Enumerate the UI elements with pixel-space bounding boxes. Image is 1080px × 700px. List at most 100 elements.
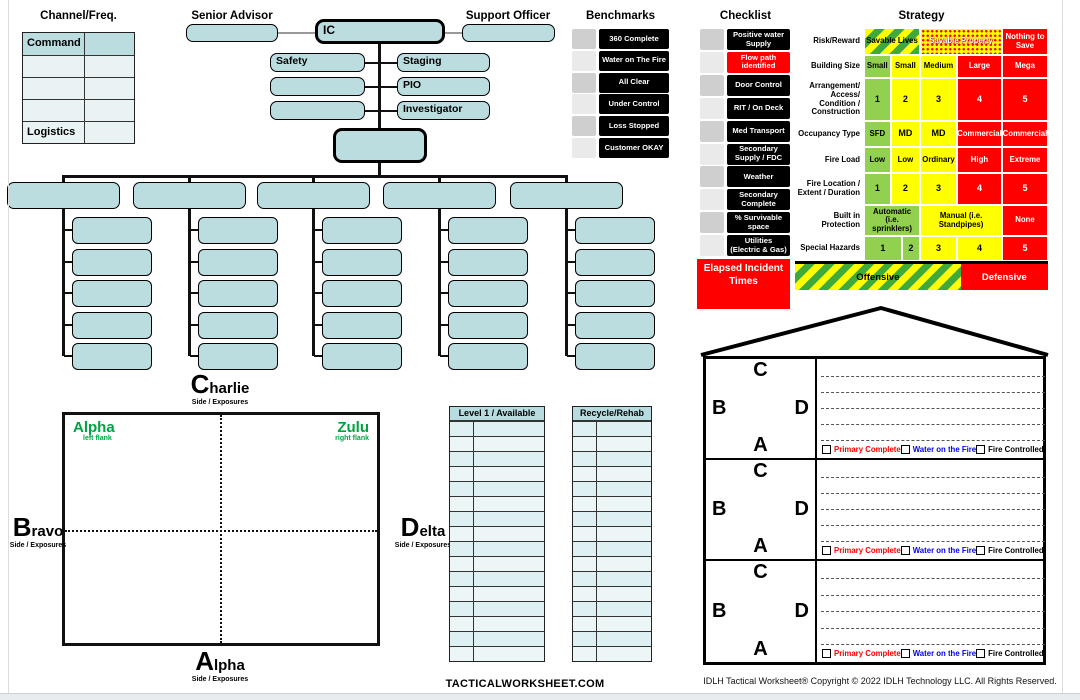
table-cell-unit[interactable] [573,497,597,511]
unit-box[interactable] [198,343,278,370]
table-cell-unit[interactable] [573,422,597,436]
table-cell-unit[interactable] [450,512,474,526]
staff-box-left[interactable] [270,101,365,120]
unit-box[interactable] [198,311,278,339]
checklist-write-cell[interactable] [700,235,724,257]
table-cell-unit[interactable] [573,647,597,661]
elapsed-incident-times-box[interactable]: Elapsed Incident Times [697,259,790,309]
strategy-cell[interactable]: MD [890,121,921,147]
table-cell-assignment[interactable] [474,497,544,511]
strategy-cell[interactable]: 3 [920,236,957,261]
division-box[interactable] [510,182,623,209]
table-cell-assignment[interactable] [597,557,651,571]
write-line[interactable] [821,462,1045,478]
operations-box[interactable] [333,128,427,163]
table-cell-unit[interactable] [573,572,597,586]
channel-value-cell[interactable] [85,100,134,121]
table-cell-assignment[interactable] [474,482,544,496]
table-cell-assignment[interactable] [597,572,651,586]
staff-box-left[interactable]: Safety [270,53,365,72]
support-officer-box[interactable] [462,24,555,42]
strategy-cell[interactable]: Low [890,147,921,173]
incident-commander-box[interactable]: IC [315,19,445,44]
table-cell-unit[interactable] [573,557,597,571]
write-line[interactable] [821,629,1045,646]
checklist-item[interactable]: Positive water Supply [727,29,790,50]
checklist-item[interactable]: Utilities (Electric & Gas) [727,235,790,257]
senior-advisor-box[interactable] [186,24,278,42]
table-cell-unit[interactable] [450,437,474,451]
table-cell-assignment[interactable] [474,542,544,556]
benchmark-write-cell[interactable] [572,29,596,49]
write-line[interactable] [821,361,1045,377]
channel-value-cell[interactable] [85,122,134,143]
benchmark-item[interactable]: Water on The Fire [599,50,669,71]
strategy-cell[interactable]: 2 [901,236,921,261]
benchmark-write-cell[interactable] [572,138,596,158]
strategy-cell[interactable]: Small [890,55,921,78]
unit-box[interactable] [575,248,655,276]
checklist-item[interactable]: Secondary Complete [727,189,790,211]
benchmark-write-cell[interactable] [572,94,596,115]
strategy-cell[interactable]: 3 [920,173,957,205]
benchmark-write-cell[interactable] [572,116,596,137]
unit-box[interactable] [575,280,655,307]
table-cell-assignment[interactable] [597,467,651,481]
table-cell-assignment[interactable] [597,452,651,466]
staff-box-right[interactable]: Staging [397,53,490,72]
table-cell-assignment[interactable] [474,647,544,661]
strategy-cell[interactable]: High [956,147,1002,173]
strategy-cell[interactable]: Automatic (i.e. sprinklers) [864,205,921,236]
checklist-write-cell[interactable] [700,51,724,73]
table-cell-unit[interactable] [450,632,474,646]
checkbox[interactable] [900,445,910,454]
write-line[interactable] [821,526,1045,542]
unit-box[interactable] [72,343,152,370]
table-cell-unit[interactable] [573,482,597,496]
table-cell-unit[interactable] [573,602,597,616]
table-cell-unit[interactable] [573,542,597,556]
table-cell-assignment[interactable] [597,542,651,556]
table-cell-unit[interactable] [573,512,597,526]
site-plot-area[interactable]: Alpha left flank Zulu right flank [62,412,380,646]
benchmark-item[interactable]: All Clear [599,72,669,93]
table-cell-assignment[interactable] [597,512,651,526]
table-cell-unit[interactable] [450,527,474,541]
checklist-item[interactable]: Flow path identified [727,51,790,73]
benchmark-item[interactable]: 360 Complete [599,29,669,49]
strategy-cell[interactable]: Low [864,147,891,173]
strategy-cell[interactable]: 1 [864,173,891,205]
channel-value-cell[interactable] [85,56,134,77]
staff-box-right[interactable]: Investigator [397,101,490,120]
channel-label-cell[interactable] [23,78,85,99]
unit-box[interactable] [575,217,655,244]
write-line[interactable] [821,494,1045,510]
channel-label-cell[interactable] [23,56,85,77]
strategy-cell[interactable]: Large [956,55,1002,78]
offensive-cell[interactable]: Offensive [795,264,961,290]
table-cell-unit[interactable] [450,467,474,481]
table-cell-assignment[interactable] [597,482,651,496]
benchmark-item[interactable]: Under Control [599,94,669,115]
table-cell-unit[interactable] [450,452,474,466]
write-line[interactable] [821,377,1045,393]
unit-box[interactable] [575,311,655,339]
table-cell-assignment[interactable] [474,587,544,601]
unit-box[interactable] [322,343,402,370]
channel-label-cell[interactable]: Logistics [23,122,85,143]
unit-box[interactable] [448,343,528,370]
unit-box[interactable] [322,248,402,276]
checkbox[interactable] [822,445,831,454]
unit-box[interactable] [72,311,152,339]
strategy-cell[interactable]: Ordinary [920,147,957,173]
write-line[interactable] [821,409,1045,425]
strategy-cell[interactable]: SFD [864,121,891,147]
division-box[interactable] [257,182,370,209]
write-line[interactable] [821,563,1045,580]
benchmark-item[interactable]: Customer OKAY [599,138,669,158]
checklist-write-cell[interactable] [700,97,724,119]
write-line[interactable] [821,596,1045,613]
write-line[interactable] [821,425,1045,441]
checklist-item[interactable]: Med Transport [727,120,790,142]
division-box[interactable] [383,182,496,209]
